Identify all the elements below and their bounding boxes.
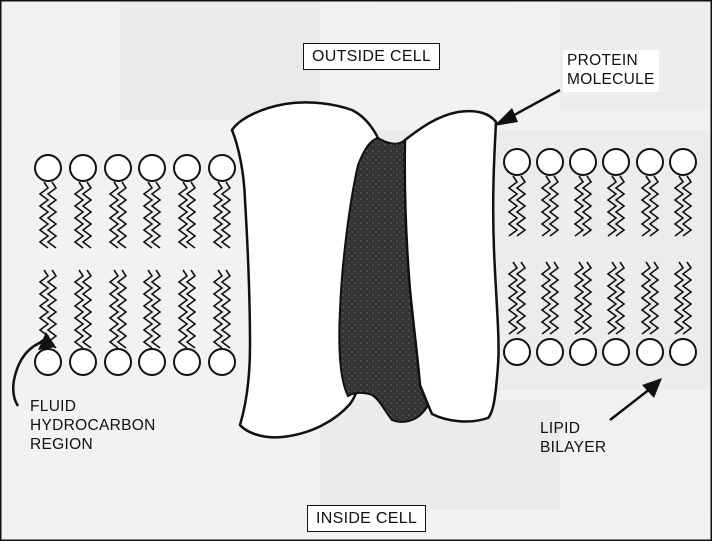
right-lipid-head xyxy=(570,149,596,175)
left-lipid-head xyxy=(174,349,200,375)
protein-molecule xyxy=(232,102,499,437)
left-lipid-head xyxy=(35,155,61,181)
lipid-bilayer-label: LIPID BILAYER xyxy=(540,420,606,458)
left-lipid-head xyxy=(174,155,200,181)
left-lipid-head xyxy=(105,349,131,375)
right-lipid-head xyxy=(504,339,530,365)
right-lipid-head xyxy=(504,149,530,175)
right-lipid-head xyxy=(670,339,696,365)
left-lipid-head xyxy=(209,155,235,181)
left-lipid-head xyxy=(209,349,235,375)
lipid-bilayer-label-line-1: LIPID xyxy=(540,420,606,439)
right-lipid-head xyxy=(637,149,663,175)
outside-cell-label: OUTSIDE CELL xyxy=(303,43,440,70)
left-lipid-head xyxy=(70,155,96,181)
right-lipid-head xyxy=(603,339,629,365)
protein-molecule-label-line-2: MOLECULE xyxy=(567,71,655,90)
protein-right-lobe xyxy=(405,111,499,421)
fluid-hydrocarbon-label-line-1: FLUID xyxy=(30,398,156,417)
right-lipid-head xyxy=(637,339,663,365)
left-lipid-head xyxy=(35,349,61,375)
inside-cell-label: INSIDE CELL xyxy=(307,505,426,532)
right-lipid-head xyxy=(570,339,596,365)
right-lipid-head xyxy=(537,339,563,365)
left-lipid-head xyxy=(70,349,96,375)
right-lipid-head xyxy=(603,149,629,175)
left-lipid-head xyxy=(139,349,165,375)
protein-molecule-label: PROTEIN MOLECULE xyxy=(563,50,659,92)
fluid-hydrocarbon-label-line-2: HYDROCARBON xyxy=(30,417,156,436)
right-lipid-head xyxy=(670,149,696,175)
protein-molecule-label-line-1: PROTEIN xyxy=(567,52,655,71)
right-lipid-head xyxy=(537,149,563,175)
left-lipid-head xyxy=(105,155,131,181)
fluid-hydrocarbon-region-label: FLUID HYDROCARBON REGION xyxy=(30,398,156,455)
left-lipid-head xyxy=(139,155,165,181)
lipid-bilayer-label-line-2: BILAYER xyxy=(540,439,606,458)
fluid-hydrocarbon-label-line-3: REGION xyxy=(30,436,156,455)
